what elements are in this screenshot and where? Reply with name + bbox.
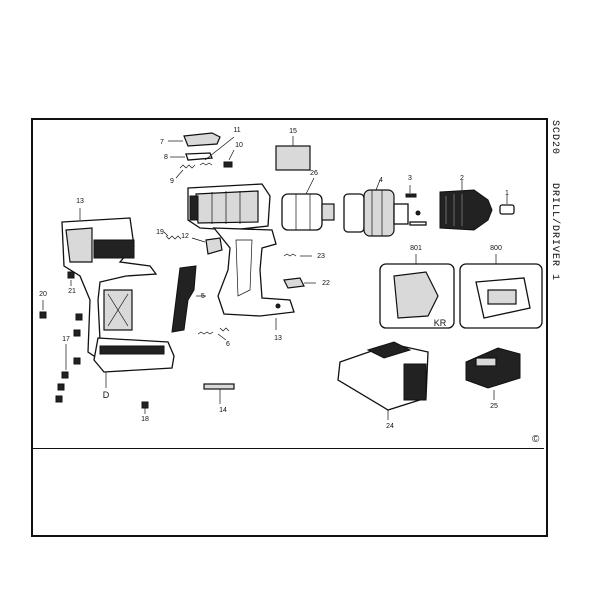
part-3-screw xyxy=(405,185,417,198)
part-25-battery xyxy=(465,347,521,400)
kit-label: KR xyxy=(434,318,447,328)
part-22-forward-reverse xyxy=(283,277,316,289)
part-6-pin xyxy=(197,327,230,341)
label-part-4: 4 xyxy=(379,177,383,184)
part-800-carry-case xyxy=(459,254,543,329)
label-part-801: 801 xyxy=(410,245,422,252)
label-part-d: D xyxy=(103,390,110,400)
part-13-housing-left xyxy=(61,208,158,361)
label-part-14: 14 xyxy=(219,407,227,414)
label-part-18: 18 xyxy=(141,416,149,423)
label-part-6: 6 xyxy=(226,341,230,348)
part-26-motor xyxy=(281,177,335,231)
part-12-trigger-switch xyxy=(191,237,223,255)
motor-housing-assembly xyxy=(187,183,271,231)
label-part-26: 26 xyxy=(310,170,318,177)
label-part-7: 7 xyxy=(160,139,164,146)
label-part-2: 2 xyxy=(460,175,464,182)
battery-brand-text: LITHIUM xyxy=(140,363,156,368)
grip-texture xyxy=(103,289,133,331)
part-2-chuck xyxy=(439,180,493,231)
part-19-spring xyxy=(163,231,182,240)
part-13-housing-right xyxy=(212,227,295,330)
part-9-spring xyxy=(175,164,196,179)
part-801-parts-bag xyxy=(379,254,455,329)
label-part-15: 15 xyxy=(289,128,297,135)
label-part-11: 11 xyxy=(233,127,240,134)
part-4-gearbox xyxy=(343,179,427,237)
label-part-22: 22 xyxy=(322,280,330,287)
part-24-charger xyxy=(337,341,429,420)
label-part-23: 23 xyxy=(317,253,325,260)
label-part-19: 19 xyxy=(156,229,164,236)
part-23-pin xyxy=(283,253,312,257)
label-part-25: 25 xyxy=(490,403,498,410)
part-14-bit xyxy=(203,383,235,404)
label-part-20: 20 xyxy=(39,291,47,298)
screw-set xyxy=(39,271,149,414)
label-part-24: 24 xyxy=(386,423,394,430)
label-part-21: 21 xyxy=(68,288,76,295)
frame-divider xyxy=(31,448,544,449)
part-d-battery-base xyxy=(93,337,175,388)
part-1-chuck-screw xyxy=(499,195,515,215)
label-part-8: 8 xyxy=(164,154,168,161)
label-part-1: 1 xyxy=(505,190,509,197)
tool-description: DRILL/DRIVER 1 xyxy=(549,183,560,282)
label-part-13-left: 13 xyxy=(76,198,84,205)
drawing-title: SCD20 DRILL/DRIVER 1 xyxy=(546,120,560,420)
label-part-5: 5 xyxy=(201,293,205,300)
label-part-3: 3 xyxy=(408,175,412,182)
copyright-mark: © xyxy=(532,434,540,445)
label-part-800: 800 xyxy=(490,245,502,252)
model-code: SCD20 xyxy=(549,120,560,156)
part-15-label-card xyxy=(275,136,311,171)
part-5-trigger xyxy=(171,265,206,333)
part-7-switch-cap xyxy=(168,132,221,147)
label-part-9: 9 xyxy=(170,178,174,185)
label-part-13-right: 13 xyxy=(274,335,282,342)
label-part-12: 12 xyxy=(181,233,189,240)
drawing-frame xyxy=(31,118,548,537)
label-part-17: 17 xyxy=(62,336,70,343)
part-10-11-springs xyxy=(199,136,235,168)
label-part-10: 10 xyxy=(235,142,243,149)
part-8-spring-clip xyxy=(170,152,213,161)
